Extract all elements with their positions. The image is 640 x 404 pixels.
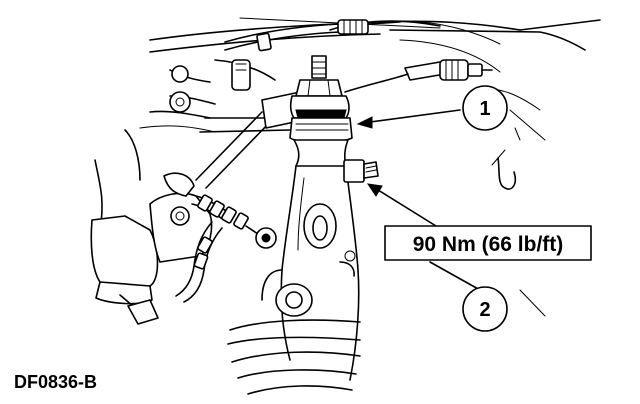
tie-rod	[195, 91, 305, 189]
callout-1: 1	[462, 85, 508, 131]
brake-hose	[175, 194, 277, 303]
mounting-brackets	[169, 59, 251, 113]
torque-spec-text: 90 Nm (66 lb/ft)	[413, 233, 564, 256]
torque-spec-label: 90 Nm (66 lb/ft)	[384, 225, 592, 261]
ball-joint-assembly	[289, 55, 353, 167]
callout-2: 2	[462, 286, 508, 332]
figure-id: DF0836-B	[14, 372, 97, 392]
callout-1-number: 1	[479, 98, 490, 120]
sensor-connector	[344, 59, 493, 93]
leader-lines	[356, 109, 546, 317]
steering-knuckle	[261, 159, 379, 381]
coil-spring	[227, 319, 361, 395]
callout-2-number: 2	[479, 299, 490, 321]
brake-caliper	[90, 172, 213, 325]
brake-line-upper	[224, 19, 401, 52]
